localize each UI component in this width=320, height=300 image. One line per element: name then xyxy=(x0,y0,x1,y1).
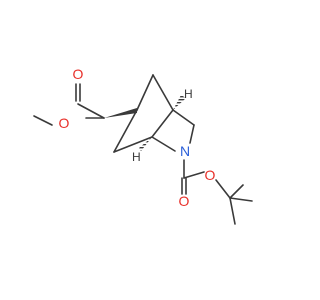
tbutyl-methyl-2 xyxy=(229,197,253,202)
boc-carbonyl-oxygen-label: O xyxy=(179,193,190,209)
top-hydrogen-label: H xyxy=(184,87,193,101)
ester-oxygen-label: O xyxy=(59,115,70,131)
ring-bond-3 xyxy=(113,109,138,153)
ring-bond-6 xyxy=(172,109,195,126)
tbutyl-methyl-1 xyxy=(229,184,244,199)
structure-diagram: O O H H N O O xyxy=(33,66,253,225)
molecule-canvas: O O H H N O O xyxy=(33,66,253,225)
bicyclic-core xyxy=(113,74,195,153)
ester-wedge-bond xyxy=(104,108,137,118)
boc-group: O O xyxy=(179,159,253,225)
ring-bond-4 xyxy=(113,136,153,153)
bottom-hashed-bond xyxy=(139,137,152,151)
tbutyl-methyl-3 xyxy=(229,197,236,225)
carbonyl-ester-o-bond xyxy=(183,171,205,179)
ring-bond-8 xyxy=(151,136,176,152)
methyl-o-bond xyxy=(33,115,53,126)
ring-bond-5 xyxy=(151,109,174,138)
ester-carbon-link xyxy=(77,103,105,119)
ring-bond-2 xyxy=(152,74,174,111)
ring-bond-7 xyxy=(189,124,195,144)
nitrogen-label: N xyxy=(180,143,190,159)
ester-carbonyl-oxygen-label: O xyxy=(73,66,84,82)
ring-bond-1 xyxy=(136,74,154,111)
boc-oxygen-label: O xyxy=(205,167,216,183)
o-tert-carbon-bond xyxy=(215,179,231,199)
top-hashed-bond xyxy=(173,95,186,110)
methyl-ester-group: O O xyxy=(33,66,105,131)
bottom-hydrogen-label: H xyxy=(132,150,141,164)
